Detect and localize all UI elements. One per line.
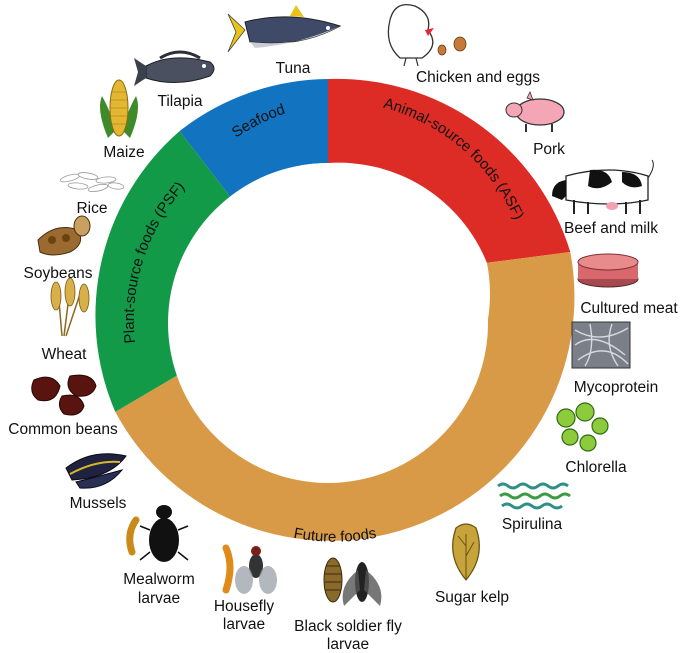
spirulina-icon bbox=[497, 482, 571, 510]
mycoprotein-icon bbox=[571, 321, 631, 369]
chicken-icon bbox=[387, 3, 434, 67]
beans-label: Common beans bbox=[8, 421, 118, 438]
rice-icon bbox=[59, 172, 125, 192]
chlorella-label: Chlorella bbox=[565, 459, 627, 476]
soybeans-icon bbox=[37, 215, 91, 256]
kelp-label: Sugar kelp bbox=[435, 589, 509, 606]
spirulina-label: Spirulina bbox=[502, 516, 563, 533]
housefly-label-line1: Housefly bbox=[214, 598, 275, 615]
mussels-label: Mussels bbox=[70, 495, 127, 512]
maize-label: Maize bbox=[103, 144, 144, 161]
beef-label: Beef and milk bbox=[564, 220, 658, 237]
cow-icon bbox=[552, 159, 654, 214]
future-segment bbox=[115, 252, 575, 541]
mussels-icon bbox=[65, 453, 127, 489]
mealworm-label-line1: Mealworm bbox=[123, 571, 194, 588]
wheat-icon bbox=[50, 277, 90, 337]
tilapia-label: Tilapia bbox=[157, 93, 202, 110]
soybeans-label: Soybeans bbox=[24, 265, 93, 282]
maize-icon bbox=[100, 79, 138, 138]
sugar-kelp-icon bbox=[452, 523, 480, 581]
rice-label: Rice bbox=[76, 200, 107, 217]
bsf-label-line1: Black soldier fly bbox=[294, 618, 402, 635]
mealworm-label-line2: larvae bbox=[138, 590, 180, 607]
bsf-label-line2: larvae bbox=[327, 636, 369, 653]
plant-segment bbox=[95, 131, 231, 412]
future-label: Future foods bbox=[292, 525, 377, 546]
cultured-meat-icon bbox=[577, 253, 639, 288]
common-beans-icon bbox=[31, 374, 97, 416]
chicken-label: Chicken and eggs bbox=[416, 69, 540, 86]
animal-segment bbox=[328, 78, 571, 263]
wheat-label: Wheat bbox=[42, 346, 87, 363]
eggs-icon bbox=[437, 36, 467, 56]
tilapia-icon bbox=[134, 50, 215, 86]
ring-center bbox=[168, 163, 488, 483]
housefly-icon bbox=[222, 544, 277, 594]
black-soldier-fly-icon bbox=[323, 557, 382, 606]
tuna-icon bbox=[227, 5, 342, 53]
cultured-label: Cultured meat bbox=[580, 300, 678, 317]
tuna-label: Tuna bbox=[276, 60, 311, 77]
mycoprotein-label: Mycoprotein bbox=[574, 379, 658, 396]
pig-icon bbox=[505, 91, 565, 132]
chlorella-icon bbox=[556, 402, 609, 452]
pork-label: Pork bbox=[533, 141, 565, 158]
housefly-label-line2: larvae bbox=[223, 616, 265, 633]
mealworm-icon bbox=[126, 505, 189, 562]
